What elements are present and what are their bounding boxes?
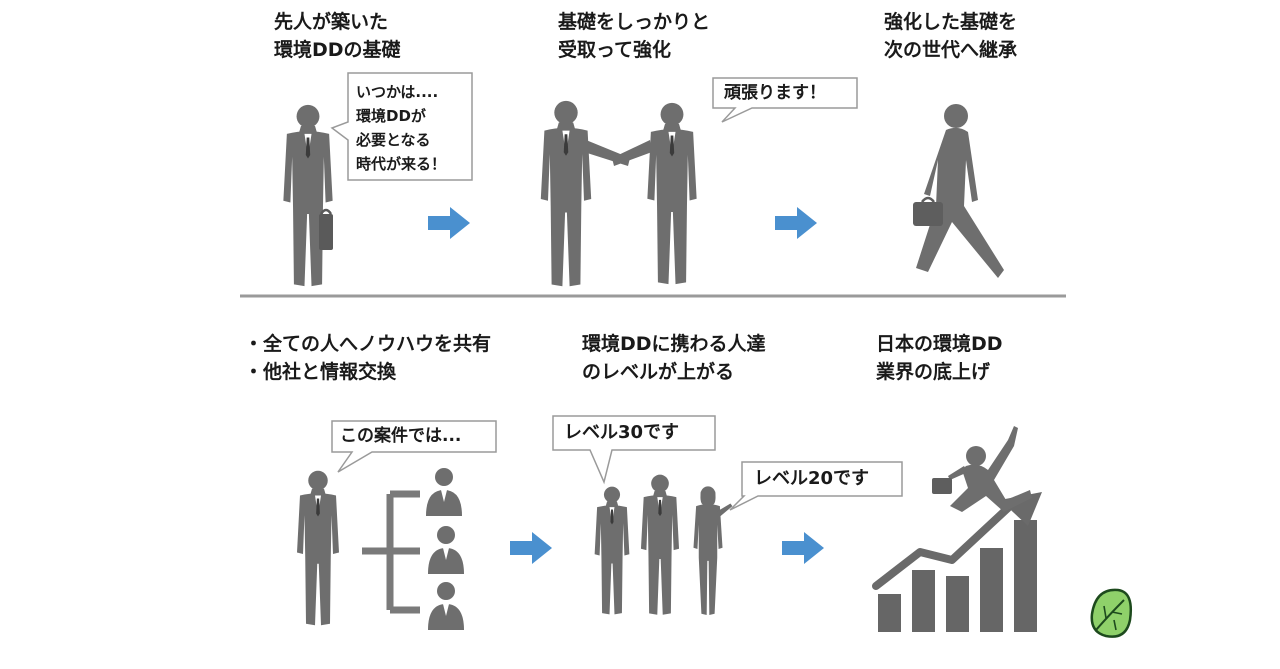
flow-arrow-top-2	[775, 207, 817, 239]
level20-bubble-text: レベル20です	[754, 468, 870, 489]
sharer-speech-bubble	[331, 420, 497, 473]
colleague-busts	[426, 468, 464, 630]
level30-speech-bubble	[552, 415, 716, 485]
growth-bar-5	[1014, 520, 1037, 632]
growth-bar-2	[912, 570, 935, 632]
network-connector	[362, 490, 420, 614]
receiver-speech-bubble	[712, 77, 858, 123]
level30-bubble-text: レベル30です	[564, 422, 680, 443]
team-figures	[594, 474, 733, 616]
growth-bar-1	[878, 594, 901, 632]
flow-arrow-bottom-1	[510, 532, 552, 564]
flow-arrow-bottom-2	[782, 532, 824, 564]
sharer-bubble-text: この案件では...	[340, 426, 462, 446]
sharer-figure	[297, 470, 339, 626]
flow-arrow-top-1	[428, 207, 470, 239]
step-caption-inherit: 強化した基礎を 次の世代へ継承	[884, 11, 1018, 61]
growth-bar-3	[946, 576, 969, 632]
step-caption-level-up: 環境DDに携わる人達 のレベルが上がる	[582, 333, 766, 383]
growth-trend-line	[872, 504, 1012, 590]
leaf-logo-icon	[1090, 588, 1132, 638]
handshake-figures	[540, 100, 697, 287]
walking-figure	[913, 104, 1004, 279]
receiver-bubble-text: 頑張ります！	[724, 83, 826, 103]
growth-chart	[872, 492, 1042, 632]
level20-speech-bubble	[729, 461, 903, 511]
step-caption-share: ・全ての人へノウハウを共有 ・他社と情報交換	[244, 333, 492, 383]
growth-bar-4	[980, 548, 1003, 632]
step-caption-strengthen: 基礎をしっかりと 受取って強化	[558, 11, 711, 61]
leaping-figure	[932, 426, 1032, 512]
step-caption-industry: 日本の環境DD 業界の底上げ	[876, 333, 1003, 383]
pioneer-speech-bubble	[330, 72, 473, 181]
pioneer-bubble-text: いつかは.... 環境DDが 必要となる 時代が来る！	[356, 83, 447, 173]
step-caption-pioneer: 先人が築いた 環境DDの基礎	[274, 11, 401, 61]
pioneer-figure	[283, 104, 333, 287]
